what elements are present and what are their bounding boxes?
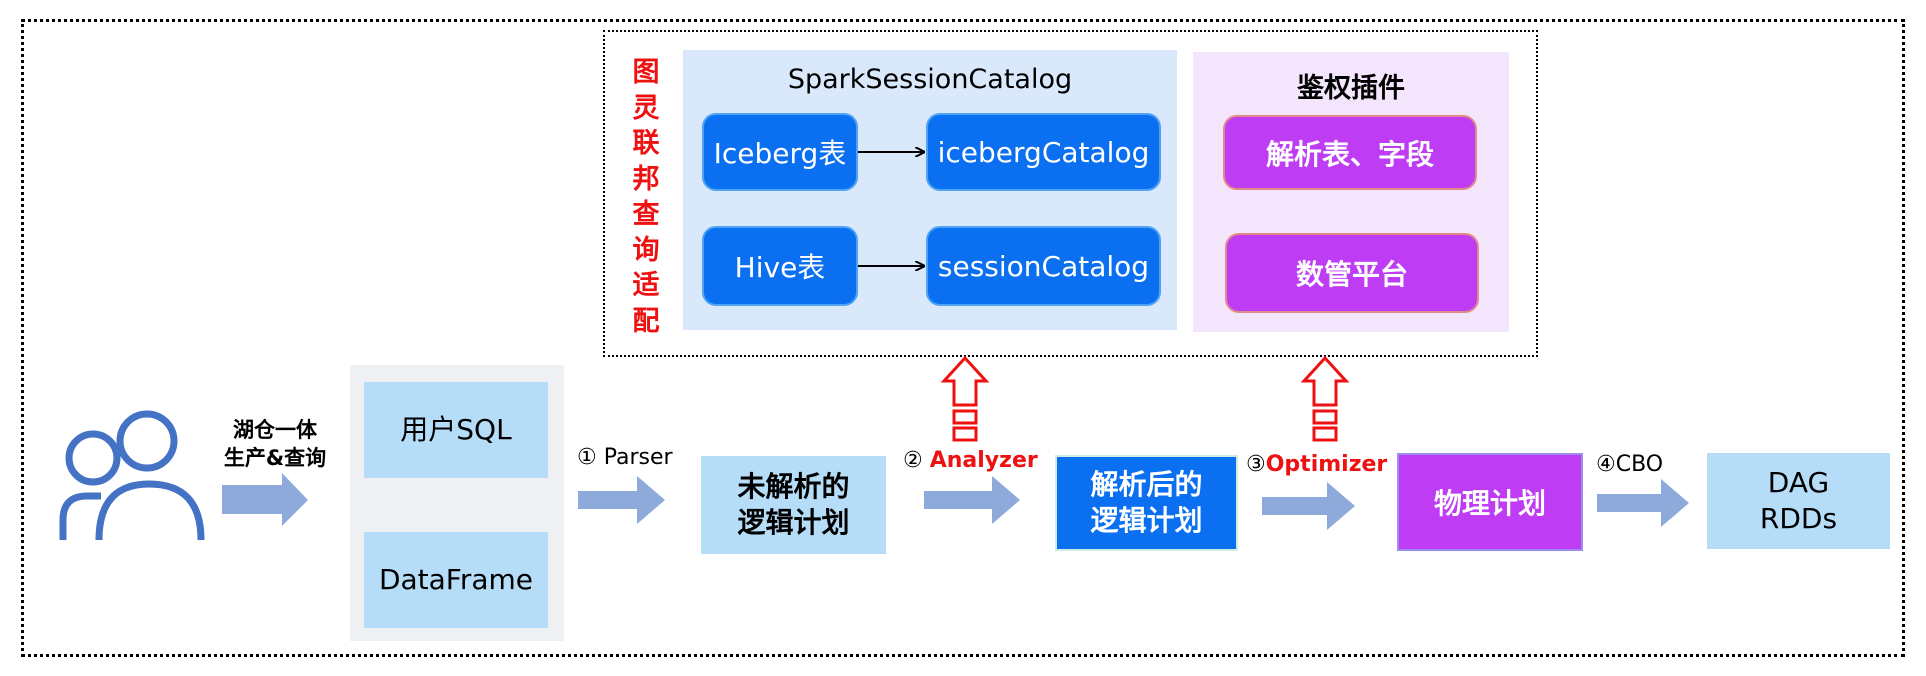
adapter-title-char: 图 <box>632 57 660 88</box>
adapter-title-char: 查 <box>632 199 660 230</box>
unresolved-logical-plan-node: 未解析的 逻辑计划 <box>701 456 886 554</box>
iceberg-table-node: Iceberg表 <box>702 113 858 191</box>
auth-plugin-title: 鉴权插件 <box>1297 73 1405 104</box>
spark-session-catalog-title: SparkSessionCatalog <box>787 64 1073 95</box>
resolved-plan-line2: 逻辑计划 <box>1090 504 1203 537</box>
parser-stage-name: Parser <box>603 445 673 470</box>
iceberg-catalog-node: icebergCatalog <box>926 113 1161 191</box>
user-arrow-label: 湖仓一体 生产&查询 <box>215 416 335 472</box>
adapter-title-char: 适 <box>632 270 660 301</box>
resolved-plan-line1: 解析后的 <box>1090 468 1203 501</box>
analyzer-hook-arrow-icon <box>940 355 990 442</box>
parser-step-number: ① <box>577 445 597 470</box>
user-to-input-arrow <box>222 473 308 526</box>
unresolved-plan-line2: 逻辑计划 <box>737 506 850 539</box>
analyzer-step-number: ② <box>903 448 923 473</box>
analyzer-stage-name: Analyzer <box>929 448 1038 473</box>
optimizer-stage-label: ③Optimizer <box>1246 452 1387 477</box>
users-icon <box>59 410 205 541</box>
user-sql-node: 用户SQL <box>364 382 548 478</box>
session-catalog-node: sessionCatalog <box>926 226 1161 306</box>
optimizer-arrow <box>1262 482 1355 530</box>
cbo-arrow <box>1597 479 1689 527</box>
parser-stage-label: ① Parser <box>577 445 673 470</box>
user-arrow-label-line1: 湖仓一体 <box>233 418 317 442</box>
resolved-logical-plan-node: 解析后的 逻辑计划 <box>1055 455 1238 551</box>
adapter-vertical-title: 图 灵 联 邦 查 询 适 配 <box>628 55 664 339</box>
cbo-step-number: ④ <box>1596 452 1616 477</box>
adapter-title-char: 配 <box>632 305 660 337</box>
dag-rdds-line1: DAG <box>1767 466 1830 499</box>
dag-rdds-node: DAG RDDs <box>1707 453 1890 549</box>
cbo-stage-name: CBO <box>1615 452 1664 477</box>
dag-rdds-line2: RDDs <box>1759 502 1838 535</box>
optimizer-stage-name: Optimizer <box>1265 452 1388 477</box>
hive-table-node: Hive表 <box>702 226 858 306</box>
cbo-stage-label: ④CBO <box>1596 452 1663 477</box>
adapter-title-char: 邦 <box>632 163 660 195</box>
adapter-title-char: 联 <box>632 128 660 159</box>
unresolved-plan-line1: 未解析的 <box>737 470 850 503</box>
federated-query-adapter-frame <box>603 30 1538 357</box>
adapter-title-char: 灵 <box>632 92 660 124</box>
outer-frame <box>21 19 1905 657</box>
analyzer-stage-label: ② Analyzer <box>903 448 1038 473</box>
user-arrow-label-line2: 生产&查询 <box>223 446 327 470</box>
dataframe-node: DataFrame <box>364 532 548 628</box>
parse-table-field-node: 解析表、字段 <box>1223 115 1477 190</box>
optimizer-hook-arrow-icon <box>1300 355 1350 442</box>
physical-plan-node: 物理计划 <box>1397 453 1583 551</box>
optimizer-step-number: ③ <box>1246 452 1266 477</box>
parser-arrow <box>578 476 665 524</box>
data-management-platform-node: 数管平台 <box>1225 233 1479 313</box>
adapter-title-char: 询 <box>632 234 660 266</box>
analyzer-arrow <box>924 476 1020 524</box>
